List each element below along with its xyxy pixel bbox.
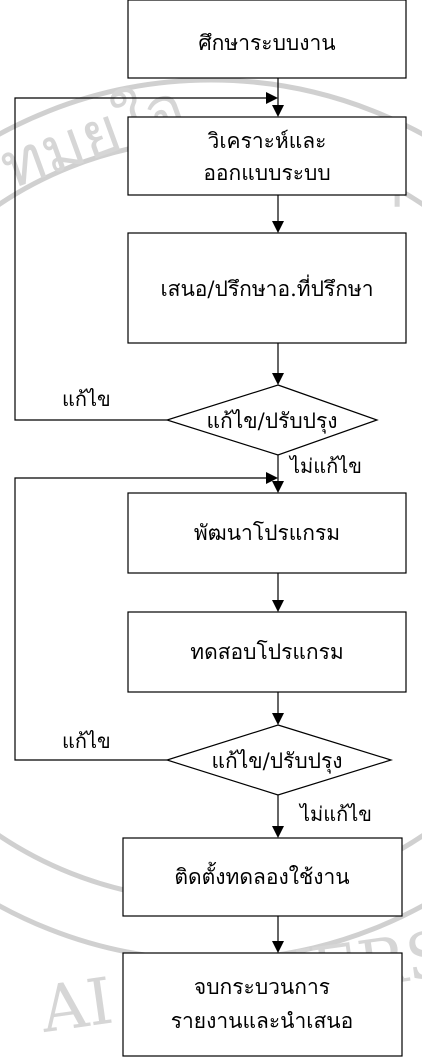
loop-back-2: [14, 477, 269, 761]
step-install-box: [122, 837, 403, 917]
arrowhead-decision-1: [272, 373, 284, 385]
arrowhead-test: [272, 600, 284, 612]
step-consult-box: [127, 232, 407, 344]
loop-back-1-arrowhead: [266, 92, 278, 104]
loop-back-2-arrowhead: [266, 472, 278, 484]
step-study-box: [127, 0, 407, 79]
decision-2-label: แก้ไข/ปรับปรุง: [211, 749, 342, 774]
arrowhead-analyze: [272, 105, 284, 117]
decision-2-no-label: แก้ไข: [62, 729, 111, 753]
decision-2-yes-label: ไม่แก้ไข: [298, 802, 372, 826]
step-analyze-label-2: ออกแบบระบบ: [203, 161, 330, 185]
step-test-box: [127, 611, 407, 693]
step-study-label: ศึกษาระบบงาน: [198, 31, 335, 55]
step-test-label: ทดสอบโปรแกรม: [190, 640, 344, 664]
decision-1-label: แก้ไข/ปรับปรุง: [206, 409, 337, 434]
step-analyze-label-1: วิเคราะห์และ: [207, 129, 326, 153]
arrowhead-install: [272, 826, 284, 838]
arrowhead-decision-2: [272, 713, 284, 725]
arrowhead-finish: [272, 941, 284, 953]
step-analyze-box: [127, 116, 407, 196]
step-develop-box: [127, 492, 407, 574]
decision-1-no-label: แก้ไข: [62, 387, 111, 411]
step-develop-label: พัฒนาโปรแกรม: [194, 521, 340, 545]
step-install-label: ติดตั้งทดลองใช้งาน: [174, 862, 349, 889]
step-finish-box: [122, 952, 403, 1057]
step-consult-label: เสนอ/ปรึกษาอ.ที่ปรึกษา: [160, 274, 373, 301]
decision-1-yes-label: ไม่แก้ไข: [288, 454, 362, 478]
loop-back-1: [14, 97, 269, 421]
arrowhead-consult: [272, 221, 284, 233]
step-finish-label-2: รายงานและนำเสนอ: [171, 1009, 354, 1033]
step-finish-label-1: จบกระบวนการ: [194, 975, 330, 999]
arrowhead-develop: [272, 481, 284, 493]
